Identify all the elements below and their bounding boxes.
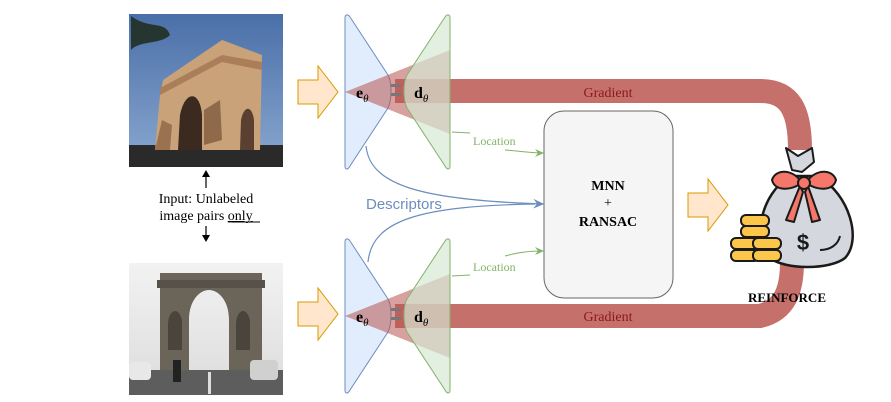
location-label-bottom: Location — [473, 260, 516, 274]
coins-stack-icon — [730, 214, 782, 262]
location-connector-bottom — [451, 274, 471, 277]
input-image-top — [129, 14, 283, 167]
gradient-label-bottom: Gradient — [584, 310, 633, 325]
input-image-bottom — [129, 263, 283, 395]
matcher-line1: MNN — [591, 179, 624, 194]
gradient-band-top — [395, 79, 812, 151]
location-arrow-top — [504, 148, 544, 157]
decoder-shape — [403, 14, 451, 170]
encoder-decoder-bottom: eθ dθ — [344, 238, 451, 394]
input-arrow-bottom — [297, 286, 339, 342]
location-label-top: Location — [473, 134, 516, 148]
gradient-band-bottom — [395, 261, 804, 328]
input-arrow-top — [297, 64, 339, 120]
descriptors-label: Descriptors — [366, 196, 442, 213]
decoder-shape — [403, 238, 451, 394]
descriptors-curve-top — [365, 145, 545, 209]
input-caption-line2: image pairs only — [159, 209, 252, 224]
location-connector-top — [451, 131, 471, 134]
encoder-decoder-top: eθ dθ — [344, 14, 451, 170]
descriptors-curve-bottom — [367, 203, 536, 263]
reinforce-label: REINFORCE — [748, 290, 826, 305]
input-caption-line1: Input: Unlabeled — [159, 192, 253, 207]
dollar-sign-icon: $ — [797, 230, 809, 255]
decoder-label: dθ — [414, 85, 429, 105]
gradient-label-top: Gradient — [584, 86, 633, 101]
location-arrow-bottom — [504, 247, 544, 257]
output-arrow — [687, 177, 729, 233]
money-bag-icon: $ — [759, 147, 854, 269]
matcher-line2: + — [604, 196, 612, 211]
decoder-label: dθ — [414, 309, 429, 329]
encoder-label: eθ — [356, 85, 369, 105]
encoder-label: eθ — [356, 309, 369, 329]
matcher-box — [543, 110, 674, 299]
matcher-line3: RANSAC — [579, 215, 637, 230]
